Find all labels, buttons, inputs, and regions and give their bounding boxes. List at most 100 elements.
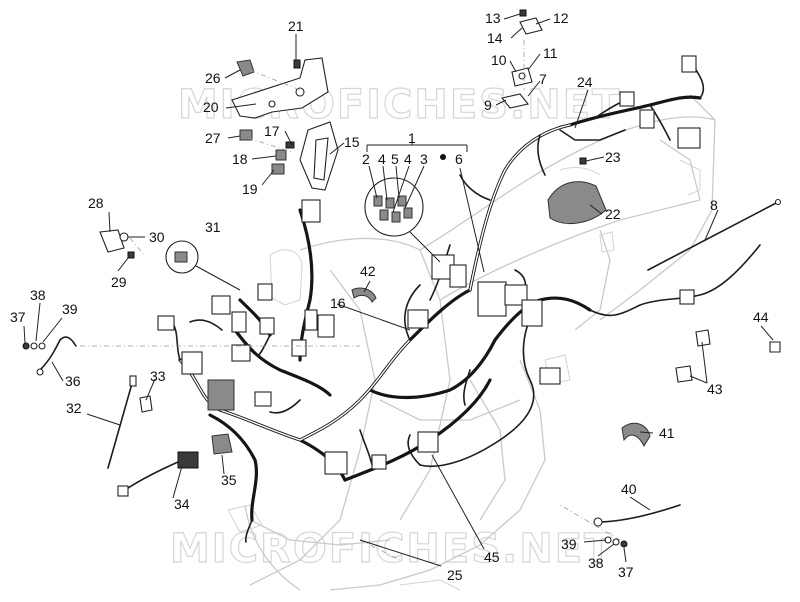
callout-4b: 4 — [404, 151, 412, 167]
callout-41: 41 — [659, 425, 675, 441]
part-36-cable — [36, 336, 77, 376]
connector-rear-mid — [619, 91, 635, 107]
callout-34: 34 — [174, 496, 190, 512]
callout-42: 42 — [360, 263, 376, 279]
callout-7: 7 — [539, 71, 547, 87]
part-37-39-hardware-right — [604, 536, 628, 548]
callout-bullet — [440, 154, 446, 160]
part-20-bracket — [231, 57, 329, 119]
callout-24: 24 — [577, 74, 593, 90]
part-42-clip — [351, 287, 377, 303]
part-19-clip — [271, 163, 285, 175]
connector-left-2 — [231, 311, 247, 333]
callout-22: 22 — [605, 206, 621, 222]
harness-connectors — [157, 55, 701, 475]
connector-rear-2 — [639, 109, 655, 129]
detail-circle-fuses — [364, 177, 441, 263]
callout-8: 8 — [710, 197, 718, 213]
part-41-clip — [621, 422, 651, 448]
fuse-block — [477, 281, 507, 317]
callout-35: 35 — [221, 472, 237, 488]
callout-32: 32 — [66, 400, 82, 416]
callout-43: 43 — [707, 381, 723, 397]
callout-3: 3 — [420, 151, 428, 167]
callout-36: 36 — [65, 373, 81, 389]
scooter-frame — [227, 94, 716, 591]
callout-21: 21 — [288, 18, 304, 34]
connector-right-clip — [679, 289, 695, 305]
callout-33: 33 — [150, 368, 166, 384]
part-31-detail-circle — [165, 240, 241, 291]
callout-19: 19 — [242, 181, 258, 197]
connector-mid-3 — [291, 339, 307, 357]
connector-rear-top — [681, 55, 697, 73]
connector-right-2 — [521, 299, 543, 327]
part-9-bracket — [501, 93, 529, 109]
callout-39-right: 39 — [561, 536, 577, 552]
part-26-grommet — [236, 59, 255, 77]
callout-20: 20 — [203, 99, 219, 115]
callout-39-left: 39 — [62, 301, 78, 317]
part-32-rod — [107, 375, 137, 469]
connector-mid-2 — [304, 309, 318, 331]
connector-left-4 — [181, 351, 203, 375]
connector-lower — [254, 391, 272, 407]
callout-27: 27 — [205, 130, 221, 146]
callout-38-right: 38 — [588, 555, 604, 571]
connector-small — [259, 317, 275, 335]
part-21-screw — [293, 59, 301, 69]
callout-30: 30 — [149, 229, 165, 245]
callout-25: 25 — [447, 567, 463, 583]
callout-28: 28 — [88, 195, 104, 211]
callout-37-right: 37 — [618, 564, 634, 580]
callout-10: 10 — [491, 52, 507, 68]
callout-40: 40 — [621, 481, 637, 497]
callout-44: 44 — [753, 309, 769, 325]
callout-17: 17 — [264, 123, 280, 139]
connector-far-left — [157, 315, 175, 331]
callout-38-left: 38 — [30, 287, 46, 303]
part-27-clip — [239, 129, 253, 141]
part-17-screw — [285, 141, 295, 149]
connector-left — [211, 295, 231, 315]
connector-mid-left — [231, 344, 251, 362]
part-15-mount — [299, 121, 339, 191]
main-wiring-harness — [178, 95, 702, 522]
callout-26: 26 — [205, 70, 221, 86]
part-8-cable — [647, 198, 782, 271]
connector-center-2 — [449, 264, 467, 288]
part-22-cover — [547, 181, 607, 224]
connector-right-lower — [539, 367, 561, 385]
part-40-cable — [593, 504, 681, 527]
part-12-14-clamp — [519, 9, 543, 35]
callout-15: 15 — [344, 134, 360, 150]
part-33-grommet — [139, 395, 153, 413]
callout-16: 16 — [330, 295, 346, 311]
connector-center-3 — [407, 309, 429, 329]
part-28-bracket — [99, 229, 129, 253]
harness-branch-wires — [169, 59, 761, 543]
callout-6: 6 — [455, 151, 463, 167]
callout-2: 2 — [362, 151, 370, 167]
callout-4a: 4 — [378, 151, 386, 167]
part-23-screw — [579, 157, 587, 165]
connector-bottom-right — [417, 431, 439, 453]
connector-left-3 — [257, 283, 273, 301]
callout-14: 14 — [487, 30, 503, 46]
part-44-clip — [769, 341, 781, 353]
callout-23: 23 — [605, 149, 621, 165]
callout-9: 9 — [484, 97, 492, 113]
callout-labels: 1 2 3 4 5 4 6 7 8 9 10 11 12 13 14 15 16… — [10, 10, 769, 583]
callout-18: 18 — [232, 151, 248, 167]
connector-mid — [317, 314, 335, 338]
part-34-sensor — [117, 451, 199, 497]
callout-12: 12 — [553, 10, 569, 26]
connector-bottom-2 — [371, 454, 387, 470]
part-43-clips — [675, 329, 711, 383]
connector-upper — [301, 199, 321, 223]
watermark-bottom: MICROFICHES.NET — [170, 526, 613, 572]
part-35-grommet — [211, 433, 233, 455]
leader-lines — [23, 13, 774, 567]
callout-29: 29 — [111, 274, 127, 290]
